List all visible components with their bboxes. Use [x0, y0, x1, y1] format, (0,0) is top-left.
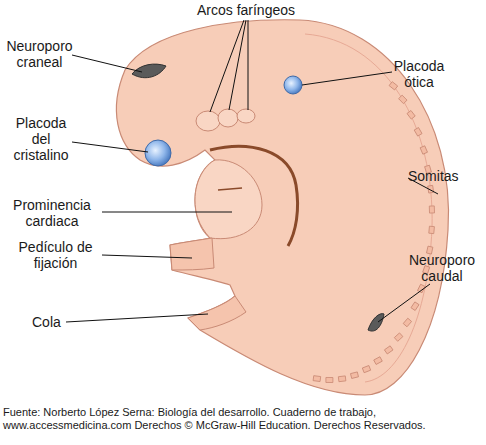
somite — [313, 376, 321, 382]
leader-line — [72, 55, 142, 72]
tail — [188, 296, 246, 330]
structure-label: Prominencia cardiaca — [2, 197, 102, 229]
heart-fold-line — [218, 188, 242, 190]
pharyngeal-arch — [237, 109, 255, 123]
leader-line — [229, 20, 246, 110]
structure-label: Neuroporo craneal — [2, 38, 77, 70]
somite-row — [313, 82, 434, 383]
somite — [326, 377, 333, 382]
pharyngeal-arch — [218, 109, 238, 127]
structure-label: Pedículo de fijación — [8, 239, 103, 271]
leader-line — [210, 20, 244, 112]
somite — [399, 95, 407, 103]
somite — [384, 346, 393, 354]
leader-line — [102, 212, 232, 213]
somite — [351, 372, 359, 379]
leader-line — [66, 314, 208, 322]
structure-label: Neuroporo caudal — [402, 252, 482, 284]
somite — [338, 376, 346, 382]
leader-line — [102, 255, 192, 258]
somite — [414, 128, 422, 137]
somite — [394, 333, 403, 341]
pharyngeal-arch — [196, 111, 220, 131]
somite — [420, 146, 427, 154]
attachment-stalk — [170, 238, 214, 270]
somite — [407, 111, 415, 120]
embryo-body — [116, 20, 448, 395]
leader-line — [302, 72, 392, 85]
leader-line — [248, 20, 249, 110]
otic-placode — [284, 76, 302, 94]
structure-label: Somitas — [408, 168, 478, 184]
structure-label: Placoda ótica — [388, 58, 450, 90]
leader-line — [378, 284, 430, 322]
somite — [389, 82, 398, 90]
somite — [429, 226, 435, 233]
heart-prominence — [195, 160, 262, 239]
somite — [362, 366, 370, 373]
lens-placode — [145, 140, 171, 166]
leader-lines — [66, 20, 438, 322]
structure-label: Arcos faríngeos — [190, 2, 302, 18]
somite — [429, 206, 434, 213]
somite — [374, 357, 383, 365]
pericardial-curve — [210, 146, 298, 246]
structure-label: Cola — [32, 314, 72, 330]
somite — [411, 302, 419, 311]
leader-line — [72, 142, 148, 152]
structure-label: Placoda del cristalino — [10, 115, 72, 163]
source-caption: Fuente: Norberto López Serna: Biología d… — [3, 406, 428, 432]
caudal-neuropore — [368, 314, 384, 331]
somite — [403, 318, 411, 327]
